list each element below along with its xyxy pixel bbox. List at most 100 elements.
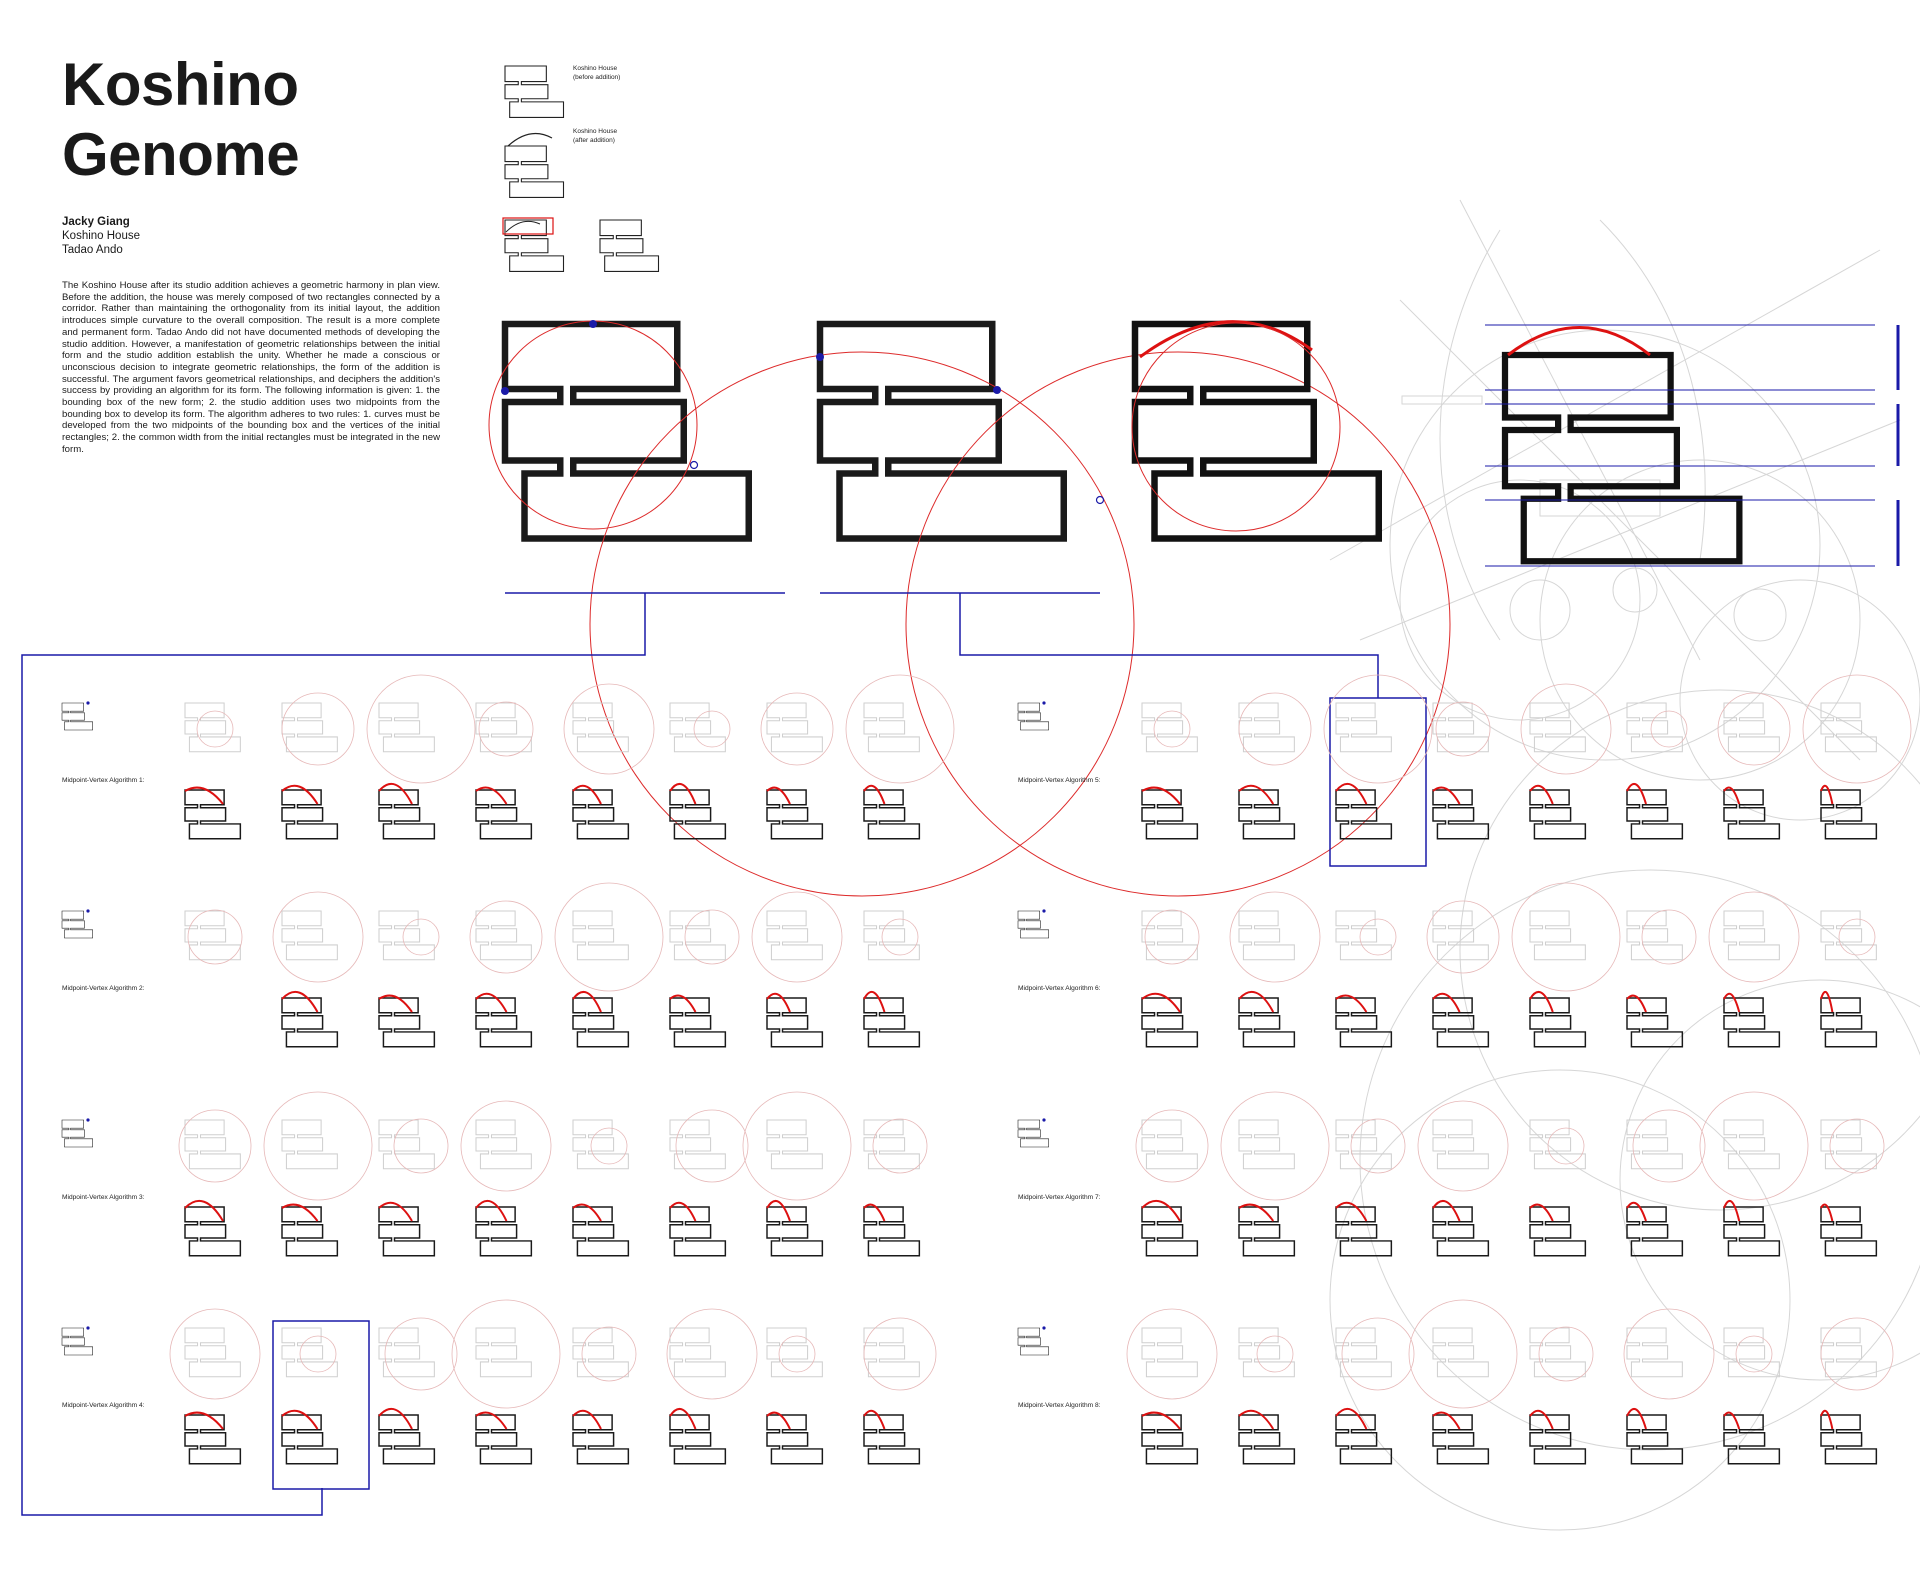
variation-curve bbox=[1626, 782, 1647, 805]
final-plan-group bbox=[1485, 324, 1900, 567]
poster-title: Koshino Genome bbox=[62, 50, 300, 189]
ghost-construction-circle bbox=[1623, 1308, 1715, 1400]
variation-curve bbox=[1238, 990, 1275, 1013]
legend-after-title: Koshino House bbox=[573, 128, 617, 135]
variation-plan bbox=[572, 1206, 630, 1257]
ghost-construction-circle bbox=[1359, 918, 1397, 956]
variation-curve bbox=[766, 992, 791, 1013]
variation-curve bbox=[1335, 994, 1368, 1013]
variation-curve bbox=[1335, 1407, 1368, 1430]
variation-plan bbox=[766, 1206, 824, 1257]
variation-curve bbox=[184, 1199, 224, 1222]
ghost-plan bbox=[863, 1119, 920, 1170]
ghost-plan bbox=[378, 910, 435, 961]
variation-plan bbox=[1238, 997, 1296, 1048]
ghost-construction-circle bbox=[1538, 1326, 1594, 1382]
ghost-construction-circle bbox=[1417, 1100, 1509, 1192]
architect-name: Tadao Ando bbox=[62, 243, 123, 256]
ghost-plan bbox=[1335, 1327, 1392, 1378]
variation-curve bbox=[1141, 992, 1181, 1013]
ghost-plan bbox=[1141, 702, 1198, 753]
faint-site-sketch bbox=[1329, 199, 1920, 1531]
variation-curve bbox=[1529, 990, 1554, 1013]
variation-plan bbox=[766, 789, 824, 840]
ghost-construction-circle bbox=[1735, 1335, 1773, 1373]
ghost-construction-circle bbox=[1135, 1109, 1209, 1183]
variation-curve bbox=[475, 1199, 508, 1222]
variation-curve bbox=[766, 786, 791, 805]
variation-curve bbox=[572, 784, 602, 805]
algorithm-seed-plan bbox=[1017, 1119, 1049, 1148]
variation-curve bbox=[766, 1411, 791, 1430]
variation-curve bbox=[184, 786, 224, 805]
ghost-construction-circle bbox=[1408, 1299, 1518, 1409]
variation-curve bbox=[378, 1407, 413, 1430]
ghost-construction-circle bbox=[1820, 1317, 1894, 1391]
ghost-plan bbox=[1529, 702, 1586, 753]
ghost-plan bbox=[1820, 702, 1877, 753]
algorithm-labels: Midpoint-Vertex Algorithm 1: Midpoint-Ve… bbox=[62, 777, 1101, 1409]
legend-plan-after bbox=[504, 145, 565, 199]
algorithm-row-1 bbox=[61, 674, 955, 840]
ghost-construction-circle bbox=[1838, 918, 1876, 956]
ghost-plan bbox=[669, 702, 726, 753]
variation-curve bbox=[572, 1409, 602, 1430]
ghost-construction-circle bbox=[366, 674, 476, 784]
variation-curve bbox=[1432, 1411, 1461, 1430]
vertex-dot-3 bbox=[993, 386, 1001, 394]
main-construction bbox=[488, 320, 1900, 897]
algorithm-label-2: Midpoint-Vertex Algorithm 2: bbox=[62, 985, 145, 992]
ghost-plan bbox=[1432, 1327, 1489, 1378]
algorithm-label-6: Midpoint-Vertex Algorithm 6: bbox=[1018, 985, 1101, 992]
alignment-lines bbox=[1485, 324, 1875, 567]
seed-midpoint-dot bbox=[1042, 909, 1046, 913]
algorithm-seed-plan bbox=[61, 1327, 93, 1356]
ghost-construction-circle bbox=[1323, 674, 1433, 784]
ghost-construction-circle bbox=[187, 909, 243, 965]
variation-curve bbox=[1432, 786, 1461, 805]
variation-curve bbox=[1529, 784, 1554, 805]
ghost-plan bbox=[766, 1327, 823, 1378]
variation-curve bbox=[184, 1411, 224, 1430]
ghost-plan bbox=[766, 1119, 823, 1170]
ghost-construction-circle bbox=[778, 1335, 816, 1373]
seed-midpoint-dot bbox=[86, 701, 90, 705]
variation-plan bbox=[1335, 997, 1393, 1048]
variation-curve bbox=[572, 1203, 602, 1222]
variation-curve bbox=[669, 994, 697, 1013]
variation-plan bbox=[572, 997, 630, 1048]
algorithm-seed-plan bbox=[1017, 910, 1049, 939]
variation-plan bbox=[1141, 1414, 1199, 1465]
variation-plan bbox=[378, 789, 436, 840]
variation-curve bbox=[475, 992, 508, 1013]
ghost-plan bbox=[863, 702, 920, 753]
ghost-plan bbox=[572, 702, 629, 753]
variation-curve bbox=[475, 786, 508, 805]
variation-plan bbox=[1529, 789, 1587, 840]
seed-midpoint-dot bbox=[1042, 1118, 1046, 1122]
ghost-construction-circle bbox=[1435, 701, 1491, 757]
ghost-construction-circle bbox=[460, 1100, 552, 1192]
ghost-plan bbox=[572, 1327, 629, 1378]
ghost-construction-circle bbox=[1341, 1317, 1415, 1391]
seed-midpoint-dot bbox=[1042, 1326, 1046, 1330]
ghost-construction-circle bbox=[845, 674, 955, 784]
variation-plan bbox=[1820, 789, 1878, 840]
variation-curve bbox=[766, 1199, 791, 1222]
construction-circle-4 bbox=[1131, 322, 1341, 532]
variation-curve bbox=[863, 1203, 886, 1222]
variation-plan bbox=[669, 1414, 727, 1465]
variation-plan bbox=[863, 1414, 921, 1465]
variation-plan bbox=[1626, 1206, 1684, 1257]
algorithm-seed-plan bbox=[61, 1119, 93, 1148]
variation-curve bbox=[281, 1409, 319, 1430]
ghost-construction-circle bbox=[751, 891, 843, 983]
ghost-construction-circle bbox=[384, 1317, 458, 1391]
variation-curve bbox=[669, 1201, 697, 1222]
legend-plan-before bbox=[504, 65, 565, 119]
ghost-plan bbox=[184, 702, 241, 753]
variation-curve bbox=[1820, 1203, 1834, 1222]
ghost-plan bbox=[766, 910, 823, 961]
algorithm-row-6 bbox=[1017, 882, 1878, 1048]
